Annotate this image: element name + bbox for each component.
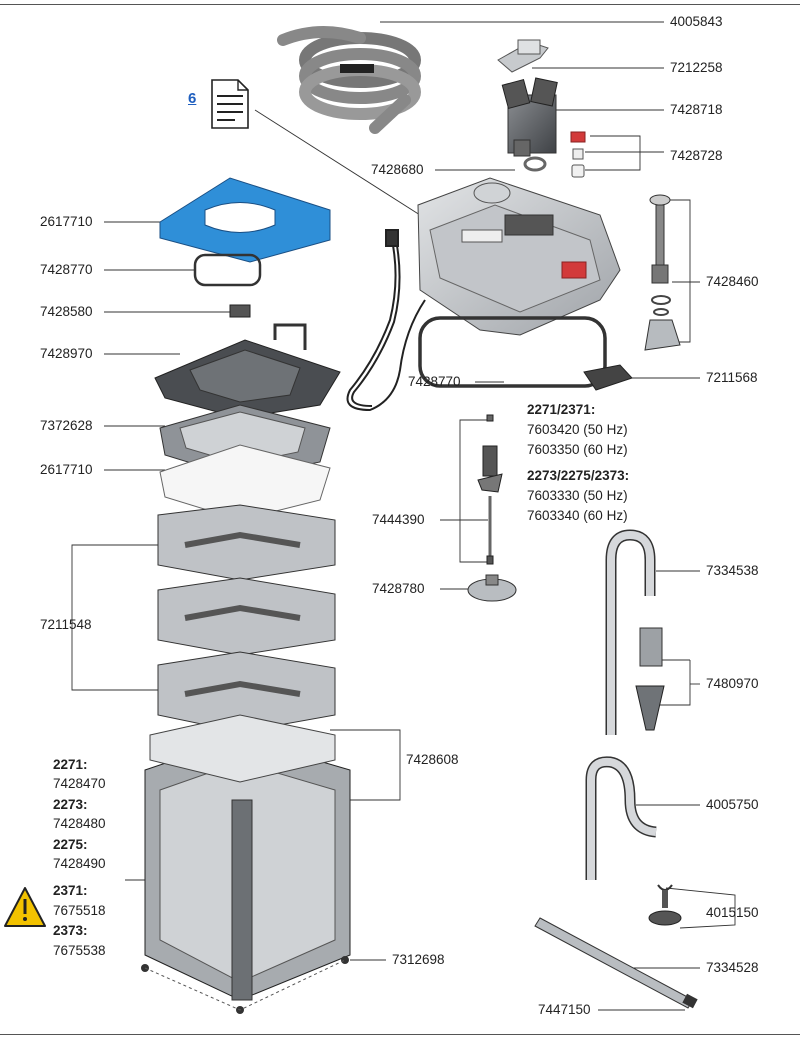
label-latch: 7428580 [40,304,93,319]
label-impeller-cover: 7428780 [372,581,425,596]
label-baskets: 7211548 [40,617,92,632]
basket-3 [157,651,336,733]
hose-clamp [497,39,549,73]
hose-coil [277,25,421,134]
valve-set [570,131,586,178]
label-intake-pipe: 7334538 [706,563,759,578]
label-intake-set: 7428460 [706,274,759,289]
label-motor-models-b: 2273/2275/2373: [527,468,630,483]
document-icon[interactable] [211,79,249,129]
label-feet: 7312698 [392,952,445,967]
label-motor-models-a: 2271/2371: [527,402,596,417]
white-filter-pad [159,444,331,521]
label-top-basket: 7428970 [40,346,93,361]
label-filter-pad-blue: 2617710 [40,214,93,229]
intake-strainer [635,627,665,731]
seal-ring-small [523,156,547,172]
label-motor-a-50: 7603420 (50 Hz) [527,422,628,437]
label-spray-bar: 7334528 [706,960,759,975]
canister-model-2271: 2271: [53,757,88,772]
outlet-pipe [585,756,657,880]
label-filter-pad-white: 2617710 [40,462,93,477]
holder [583,364,633,391]
label-suction-cups: 4015150 [706,905,759,920]
canister-model-2273: 2273: [53,797,88,812]
label-holder: 7211568 [706,370,758,385]
canister [144,714,351,1001]
leader-lines [71,21,736,1011]
label-hose-adapter: 7428718 [670,102,723,117]
impeller-cover [467,574,517,602]
blue-filter-pad [159,177,331,263]
intake-set [644,194,681,351]
latch [229,304,251,318]
hose-adapter [501,77,558,157]
impeller [477,414,503,565]
top-basket [154,323,341,419]
canister-part-2273: 7428480 [53,816,106,831]
label-hose-clamp: 7212258 [670,60,723,75]
label-impeller-shaft: 7444390 [372,512,425,527]
label-intake-strainer: 7480970 [706,676,759,691]
canister-model-2371: 2371: [53,883,88,898]
spray-bar [534,917,698,1009]
canister-part-2373: 7675538 [53,943,106,958]
label-motor-b-60: 7603340 (60 Hz) [527,508,628,523]
label-pump-head-seal: 7428770 [408,374,461,389]
label-lid-seal: 7428770 [40,262,93,277]
basket-1 [157,504,336,581]
label-valve-set: 7428728 [670,148,723,163]
label-motor-a-60: 7603350 (60 Hz) [527,442,628,457]
pump-head [417,177,621,336]
canister-model-2275: 2275: [53,837,88,852]
canister-model-2373: 2373: [53,923,88,938]
label-seal-ring-small: 7428680 [371,162,424,177]
canister-part-2271: 7428470 [53,776,106,791]
intake-pipe [605,529,656,735]
power-cable [346,229,426,412]
label-motor-b-50: 7603330 (50 Hz) [527,488,628,503]
feet [141,956,349,1014]
label-end-cap: 7447150 [538,1002,591,1017]
label-hose-coil: 4005843 [670,14,723,29]
suction-cups [648,884,682,926]
label-outlet-pipe: 4005750 [706,797,759,812]
document-link[interactable]: 6 [188,90,197,107]
label-fine-pad-tray: 7372628 [40,418,93,433]
basket-2 [157,577,336,656]
label-canister-clips: 7428608 [406,752,459,767]
lid-seal [193,253,262,287]
canister-part-2371: 7675518 [53,903,106,918]
canister-part-2275: 7428490 [53,856,106,871]
warning-triangle-icon [4,887,46,927]
pump-head-seal [418,316,607,388]
